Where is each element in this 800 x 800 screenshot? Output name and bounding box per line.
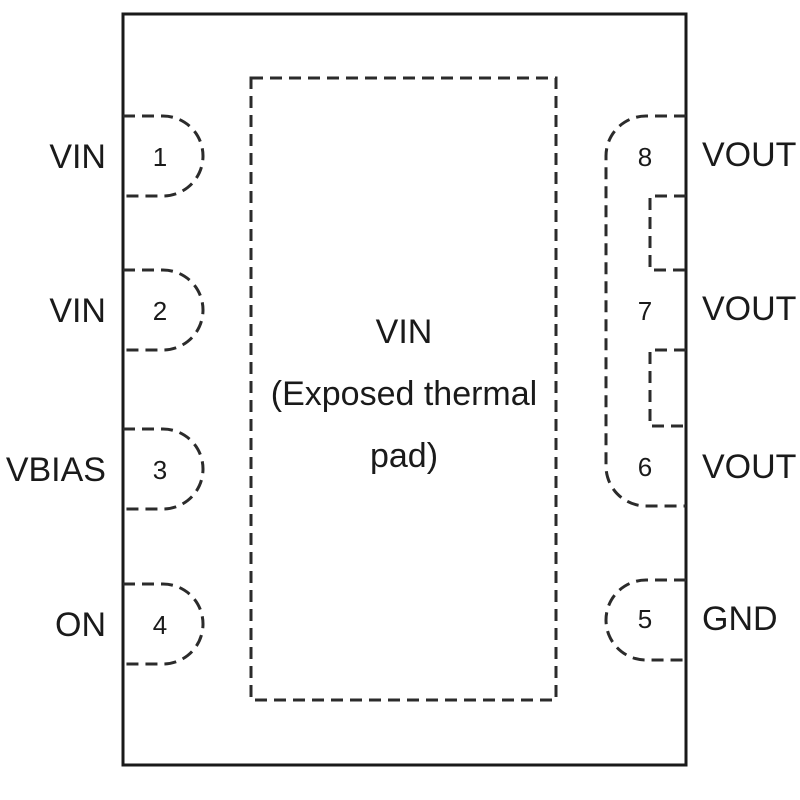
thermal-pad-label-line2: (Exposed thermal — [271, 375, 537, 413]
pin-2-name: VIN — [49, 292, 106, 330]
pin-1-name: VIN — [49, 138, 106, 176]
pin-2-pad — [123, 268, 205, 352]
vout-pad-divider-upper — [648, 194, 686, 272]
pin-2-number: 2 — [153, 296, 167, 326]
pin-3-pad — [123, 427, 205, 511]
pin-6-name: VOUT — [702, 448, 796, 486]
pin-1-number: 1 — [153, 142, 167, 172]
vout-pad-divider-lower — [648, 348, 686, 428]
pin-6-number: 6 — [638, 452, 652, 482]
pin-7-name: VOUT — [702, 290, 796, 328]
pin-3-number: 3 — [153, 455, 167, 485]
pin-3-name: VBIAS — [6, 451, 106, 489]
vout-merged-pad — [604, 114, 686, 508]
thermal-pad-label-line3: pad) — [370, 437, 438, 475]
package-outline — [121, 12, 688, 767]
pin-5-name: GND — [702, 600, 778, 638]
pin-4-name: ON — [55, 606, 106, 644]
pin-5-number: 5 — [638, 604, 652, 634]
pin-4-pad — [123, 582, 205, 666]
pin-8-name: VOUT — [702, 136, 796, 174]
pin-5-pad — [604, 578, 686, 662]
pin-8-number: 8 — [638, 142, 652, 172]
thermal-pad-label-line1: VIN — [376, 313, 433, 351]
thermal-pad-outline — [249, 76, 558, 702]
pin-4-number: 4 — [153, 610, 167, 640]
pin-1-pad — [123, 114, 205, 198]
pin-7-number: 7 — [638, 296, 652, 326]
